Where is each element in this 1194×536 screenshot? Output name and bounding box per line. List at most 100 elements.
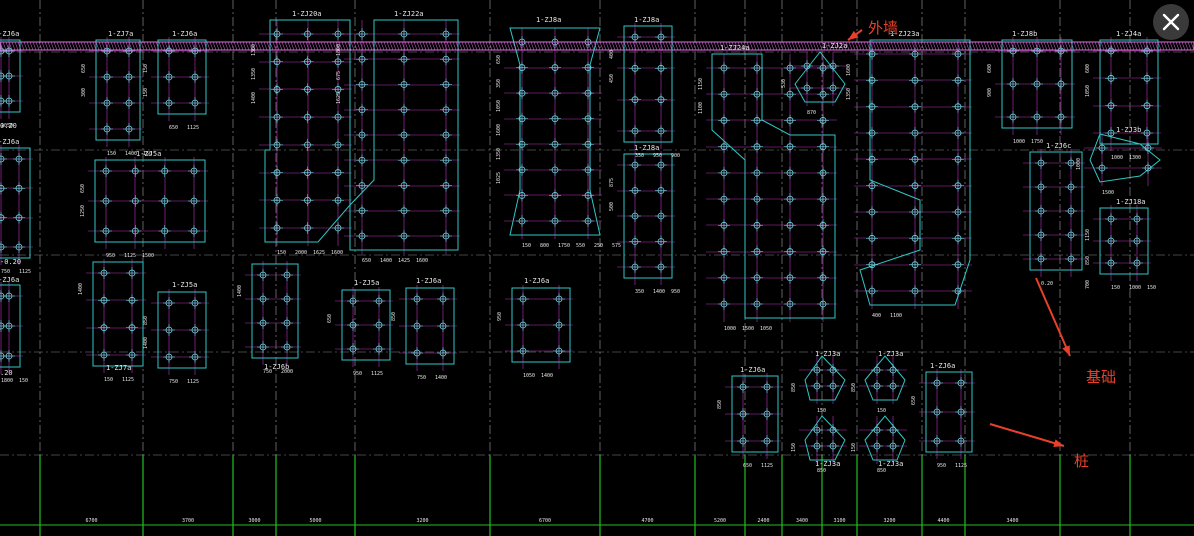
outer-wall-hatch [122,41,127,51]
outer-wall-hatch [599,41,604,51]
outer-wall-hatch [683,41,688,51]
outer-wall-hatch [647,41,652,51]
axis-dimension-label: 5200 [714,518,726,524]
outer-wall-hatch [563,41,568,51]
dimension-text: 1400 [435,375,447,381]
outer-wall-hatch [938,41,943,51]
outer-wall-hatch [38,41,43,51]
outer-wall-hatch [1136,41,1141,51]
outer-wall-hatch [506,41,511,51]
outer-wall-hatch [761,41,766,51]
foundation-outline [264,19,351,243]
outer-wall-hatch [251,41,256,51]
dimension-text: 150 [143,64,149,73]
outer-wall-hatch [878,41,883,51]
outer-wall-hatch [50,41,55,51]
outer-wall-hatch [1064,41,1069,51]
outer-wall-hatch [161,41,166,51]
outer-wall-hatch [89,41,94,51]
outer-wall-hatch [704,41,709,51]
outer-wall-hatch [413,41,418,51]
outer-wall-hatch [491,41,496,51]
outer-wall-hatch [671,41,676,51]
outer-wall-hatch [290,41,295,51]
outer-wall-hatch [728,41,733,51]
outer-wall-hatch [446,41,451,51]
outer-wall-hatch [1097,41,1102,51]
dimension-text: 1125 [955,463,967,469]
dimension-text: 1000 [1076,158,1082,170]
foundation-label: 1-ZJ6b [264,363,289,371]
dimension-text: 150 [277,250,286,256]
outer-wall-hatch [1052,41,1057,51]
foundation-label: 1-ZJ8a [536,16,561,24]
foundation-label: 1-ZJ6a [0,30,19,38]
outer-wall-hatch [812,41,817,51]
annotation-pile: 桩 [1074,452,1090,470]
foundation-label: 1-ZJ8a [634,16,659,24]
dimension-text: 1750 [1031,139,1043,145]
outer-wall-hatch [926,41,931,51]
outer-wall-hatch [41,41,46,51]
outer-wall-hatch [998,41,1003,51]
axis-dimension-label: 4700 [642,518,654,524]
outer-wall-hatch [233,41,238,51]
outer-wall-hatch [128,41,133,51]
outer-wall-hatch [869,41,874,51]
outer-wall-hatch [770,41,775,51]
outer-wall-hatch [920,41,925,51]
annotation-foundation: 基础 [1086,368,1117,386]
outer-wall-hatch [173,41,178,51]
foundation-outline [92,261,144,367]
arrow-pile-head [1053,439,1064,447]
outer-wall-hatch [92,41,97,51]
outer-wall-hatch [626,41,631,51]
dimension-text: 900 [671,153,680,159]
foundation-outline [94,159,206,243]
outer-wall-hatch [239,41,244,51]
dimension-text: 850 [143,316,149,325]
dimension-text: 950 [497,312,503,321]
outer-wall-hatch [296,41,301,51]
dimension-text: 1425 [398,258,410,264]
dimension-text: 1000 [1013,139,1025,145]
outer-wall-hatch [1040,41,1045,51]
dimension-text: 1125 [187,379,199,385]
dimension-text: 150 [1111,285,1120,291]
outer-wall-hatch [893,41,898,51]
outer-wall-hatch [884,41,889,51]
outer-wall-hatch [65,41,70,51]
outer-wall-hatch [1109,41,1114,51]
outer-wall-hatch [275,41,280,51]
outer-wall-hatch [374,41,379,51]
outer-wall-hatch [326,41,331,51]
dimension-text: 650 [743,463,752,469]
dimension-text: 150 [877,408,886,414]
outer-wall-hatch [1076,41,1081,51]
outer-wall-hatch [911,41,916,51]
outer-wall-hatch [965,41,970,51]
dimension-text: 1000 [1111,155,1123,161]
outer-wall-hatch [350,41,355,51]
outer-wall-hatch [1010,41,1015,51]
close-button[interactable] [1153,4,1189,40]
dimension-text: 850 [717,400,723,409]
axis-dimension-label: 5000 [310,518,322,524]
outer-wall-hatch [848,41,853,51]
outer-wall-hatch [287,41,292,51]
outer-wall-hatch [533,41,538,51]
dimension-text: 950 [937,463,946,469]
outer-wall-hatch [194,41,199,51]
outer-wall-hatch [116,41,121,51]
dimension-text: 1125 [19,269,31,275]
level-mark: 0.20 [0,122,17,130]
outer-wall-hatch [308,41,313,51]
arrow-foundation [1035,277,1071,357]
outer-wall-hatch [185,41,190,51]
dimension-text: 150 [817,408,826,414]
dimension-text: 450 [609,74,615,83]
outer-wall-hatch [1082,41,1087,51]
dimension-text: 950 [671,289,680,295]
outer-wall-hatch [140,41,145,51]
outer-wall-hatch [461,41,466,51]
